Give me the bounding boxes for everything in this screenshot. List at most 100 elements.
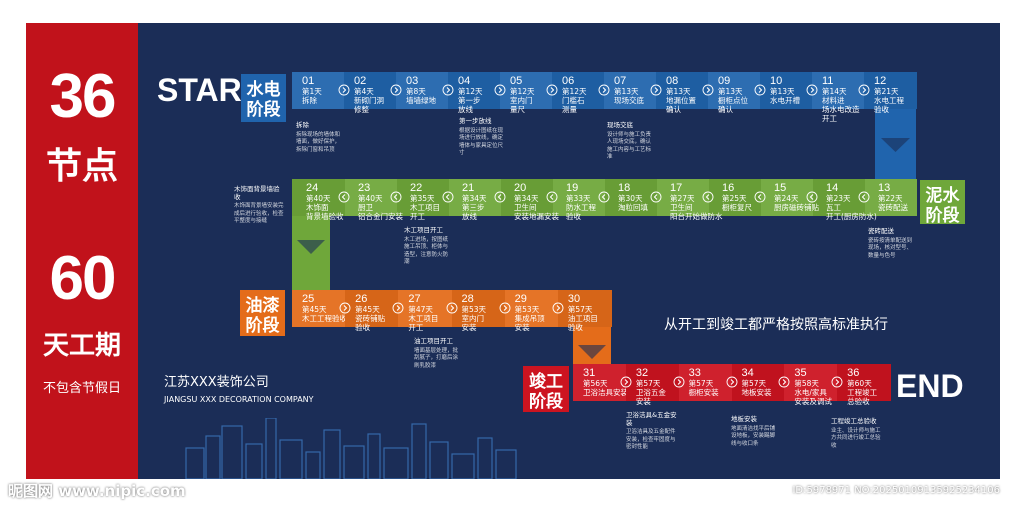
node-label: 第47天木工项目开工 <box>408 305 438 332</box>
note-demolition: 拆除拆除现场的墙体和墙面，做好保护，拆除门窗和吊顶 <box>296 121 341 153</box>
node-number: 16 <box>722 182 735 194</box>
node-number: 27 <box>408 293 421 305</box>
node-label-line: 瓷砖铺贴 <box>355 314 386 323</box>
node-label-line: 木饰面 <box>306 203 329 212</box>
duration-label: 天工期 <box>42 330 121 360</box>
node-number: 22 <box>410 182 423 194</box>
node-label: 第21天水电工程验收 <box>874 87 904 114</box>
node-label: 第30天淘粒回填 <box>618 194 648 212</box>
node-number: 34 <box>741 367 754 379</box>
node-number: 29 <box>514 293 527 305</box>
node-label-line: 第34天 <box>514 194 539 203</box>
note-veneer-acceptance: 木饰面背景墙验收木饰面背景墙安装完成后进行验收，检查平整度与接缝 <box>234 185 284 224</box>
node-number: 02 <box>354 75 367 87</box>
node-label-line: 第60天 <box>847 379 872 388</box>
chevron-arrow-icon <box>650 191 662 203</box>
node-number: 03 <box>406 75 419 87</box>
node-label-line: 第12天 <box>510 87 535 96</box>
node-label: 第58天水电/家具安装及调试 <box>794 379 832 406</box>
node-label: 第34天第三步放线 <box>462 194 487 221</box>
chevron-arrow-icon <box>754 84 766 96</box>
node-label: 第12天门槛石测量 <box>562 87 587 114</box>
node-label-line: 验收 <box>874 105 889 114</box>
node-label-line: 第12天 <box>562 87 587 96</box>
note-tile-delivery: 瓷砖配送瓷砖按清单配送到现场，核对型号、数量与色号 <box>868 227 913 259</box>
node-label: 第13天橱柜点位确认 <box>718 87 748 114</box>
node-number: 26 <box>355 293 368 305</box>
note-final-acceptance: 工程竣工总验收业主、设计师与施工方共同进行竣工总验收 <box>831 417 881 449</box>
node-number: 01 <box>302 75 315 87</box>
node-label-line: 集成吊顶 <box>514 314 545 323</box>
node-label: 第45天瓷砖铺贴验收 <box>355 305 385 332</box>
node-label: 第23天瓦工开工(厨房防水) <box>826 194 877 221</box>
node-label-line: 室内门 <box>461 314 485 323</box>
node-label: 第53天室内门安装 <box>462 305 487 332</box>
chevron-arrow-icon <box>339 302 351 314</box>
chevron-arrow-icon <box>806 191 818 203</box>
phase-water-electric: 水电阶段 <box>241 74 286 122</box>
summary-panel <box>26 23 138 479</box>
node-number: 08 <box>666 75 679 87</box>
chevron-arrow-icon <box>392 302 404 314</box>
chevron-arrow-icon <box>546 84 558 96</box>
node-label: 第57天橱柜安装 <box>689 379 719 397</box>
node-label-line: 第4天 <box>354 87 374 96</box>
node-label: 第57天地板安装 <box>742 379 772 397</box>
node-label: 第27天卫生间阳台开始做防水 <box>670 194 723 221</box>
node-label-line: 安装地漏安装 <box>514 212 559 221</box>
node-number: 13 <box>878 182 891 194</box>
node-label: 第13天现场交底 <box>614 87 644 105</box>
node-label-line: 第21天 <box>874 87 899 96</box>
node-label-line: 卫浴五金 <box>635 388 666 397</box>
chevron-arrow-icon <box>831 376 843 388</box>
chevron-arrow-icon <box>494 191 506 203</box>
company-name-en: JIANGSU XXX DECORATION COMPANY <box>164 395 314 404</box>
node-label-line: 安装 <box>514 323 530 332</box>
node-label-line: 第13天 <box>718 87 743 96</box>
node-label: 第8天墙墙绿地 <box>406 87 436 105</box>
city-skyline-decoration <box>185 418 517 479</box>
node-number: 04 <box>458 75 471 87</box>
node-number: 23 <box>358 182 371 194</box>
node-number: 20 <box>514 182 527 194</box>
node-label-line: 安装 <box>635 397 651 406</box>
node-label-line: 第25天 <box>722 194 747 203</box>
node-label-line: 第8天 <box>406 87 426 96</box>
node-label-line: 现场交底 <box>614 96 644 105</box>
chevron-arrow-icon <box>446 302 457 314</box>
node-label-line: 第23天 <box>826 194 851 203</box>
node-label-line: 确认 <box>666 105 681 114</box>
node-label: 第56天卫浴洁具安装 <box>583 379 628 397</box>
slogan: 从开工到竣工都严格按照高标准执行 <box>664 317 888 333</box>
node-label-line: 修整 <box>354 105 369 114</box>
chevron-arrow-icon <box>552 302 564 314</box>
node-label-line: 卫生间 <box>670 203 693 212</box>
node-label-line: 瓷砖配送 <box>878 203 908 212</box>
node-number: 06 <box>562 75 575 87</box>
node-number: 32 <box>635 367 649 379</box>
phase-mud-water: 泥水阶段 <box>920 180 965 226</box>
node-number: 35 <box>794 367 807 379</box>
node-label-line: 第一步 <box>458 96 481 105</box>
node-label-line: 放线 <box>458 105 473 114</box>
site-watermark: 昵图网 www.nipic.com <box>8 482 186 500</box>
node-label: 第45天木工工程验收 <box>302 305 347 323</box>
chevron-arrow-icon <box>806 84 818 96</box>
company-name: 江苏XXX装饰公司 <box>164 375 269 390</box>
node-label-line: 测量 <box>562 105 577 114</box>
note-floor-install: 地板安装地面清洁找平后铺设地板，安装踢脚线与收口条 <box>731 415 776 447</box>
node-label-line: 开工 <box>408 323 424 332</box>
